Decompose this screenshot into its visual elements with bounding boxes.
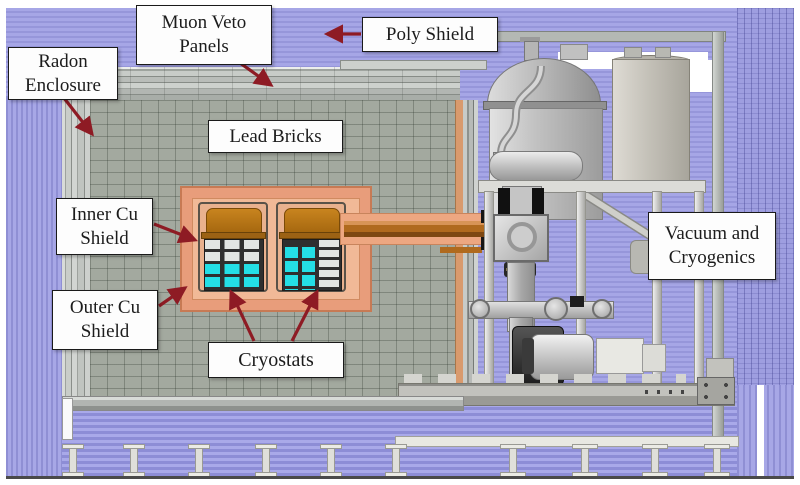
i-beam bbox=[385, 444, 407, 477]
i-beam bbox=[123, 444, 145, 477]
label-text: Vacuum and bbox=[664, 223, 760, 245]
label-inner-cu-shield: Inner Cu Shield bbox=[56, 198, 153, 255]
controller-module bbox=[642, 344, 666, 372]
i-beam bbox=[500, 444, 526, 477]
pump-controller bbox=[596, 338, 644, 374]
i-beam bbox=[320, 444, 342, 477]
muon-veto-panels bbox=[62, 67, 460, 100]
detector-modules-cyan bbox=[285, 247, 319, 290]
label-text: Cryostats bbox=[238, 348, 314, 371]
valve bbox=[592, 299, 612, 319]
enclosure-top-frame bbox=[340, 60, 487, 70]
background-gap bbox=[686, 60, 712, 92]
label-lead-bricks: Lead Bricks bbox=[208, 120, 343, 153]
cryostat-copper-can bbox=[206, 208, 262, 234]
label-muon-veto-panels: Muon Veto Panels bbox=[136, 5, 272, 65]
vessel-fitting bbox=[560, 44, 588, 60]
detector-tower-array bbox=[282, 239, 342, 291]
label-text: Radon bbox=[38, 50, 88, 72]
label-outer-cu-shield: Outer Cu Shield bbox=[52, 290, 158, 350]
label-cryostats: Cryostats bbox=[208, 342, 344, 378]
flange-clamp bbox=[498, 188, 510, 214]
motor-cap bbox=[522, 338, 534, 374]
label-text: Enclosure bbox=[25, 74, 101, 96]
truss-top-chord bbox=[395, 436, 739, 447]
label-text: Inner Cu bbox=[70, 203, 138, 225]
detector-tower-array bbox=[204, 239, 264, 291]
valve-actuator bbox=[570, 296, 584, 307]
detector-modules-gray bbox=[319, 240, 339, 290]
tank-fitting bbox=[655, 47, 671, 58]
tank-fitting bbox=[624, 47, 642, 58]
beam-joint bbox=[62, 398, 73, 440]
cryogen-storage-tank bbox=[612, 59, 690, 184]
floor-line bbox=[6, 476, 794, 479]
label-text: Outer Cu bbox=[69, 297, 141, 319]
base-beam-left bbox=[62, 396, 464, 411]
poly-shield-left-wall bbox=[6, 96, 62, 478]
label-poly-shield: Poly Shield bbox=[362, 17, 498, 52]
i-beam bbox=[572, 444, 598, 477]
vessel-vent-cap bbox=[520, 37, 540, 42]
copper-cold-stem bbox=[344, 221, 512, 237]
label-text: Lead Bricks bbox=[229, 125, 322, 147]
cryostat-copper-can bbox=[284, 208, 340, 234]
cryostat-flange bbox=[279, 232, 344, 239]
i-beam bbox=[62, 444, 84, 477]
label-text: Shield bbox=[80, 321, 130, 342]
cryostat-left bbox=[198, 202, 268, 292]
copper-service-line bbox=[440, 247, 482, 253]
detector-modules-gray bbox=[205, 240, 263, 264]
poly-shield-right-panel bbox=[737, 8, 794, 385]
label-text: Cryogenics bbox=[668, 247, 756, 268]
cryostat-flange bbox=[201, 232, 266, 239]
cryostat-right bbox=[276, 202, 346, 292]
i-beam bbox=[188, 444, 210, 477]
valve bbox=[470, 299, 490, 319]
label-vacuum-cryogenics: Vacuum and Cryogenics bbox=[648, 212, 776, 280]
i-beam bbox=[642, 444, 668, 477]
label-text: Poly Shield bbox=[385, 23, 475, 45]
flange-clamp bbox=[532, 188, 544, 214]
valve bbox=[544, 297, 568, 321]
label-text: Muon Veto bbox=[161, 12, 247, 34]
poly-shield-right-base bbox=[737, 385, 794, 478]
label-radon-enclosure: Radon Enclosure bbox=[8, 47, 118, 100]
rail-end-plate bbox=[697, 377, 735, 405]
panel-gap bbox=[757, 385, 764, 478]
viewport bbox=[507, 222, 537, 252]
i-beam bbox=[255, 444, 277, 477]
horizontal-cryo-cylinder bbox=[489, 151, 583, 181]
detector-modules-cyan bbox=[205, 264, 263, 290]
trolley-rollers bbox=[404, 374, 686, 384]
label-text: Panels bbox=[179, 36, 229, 57]
label-text: Shield bbox=[80, 227, 129, 249]
i-beam bbox=[704, 444, 730, 477]
rail-bolts bbox=[645, 390, 693, 394]
